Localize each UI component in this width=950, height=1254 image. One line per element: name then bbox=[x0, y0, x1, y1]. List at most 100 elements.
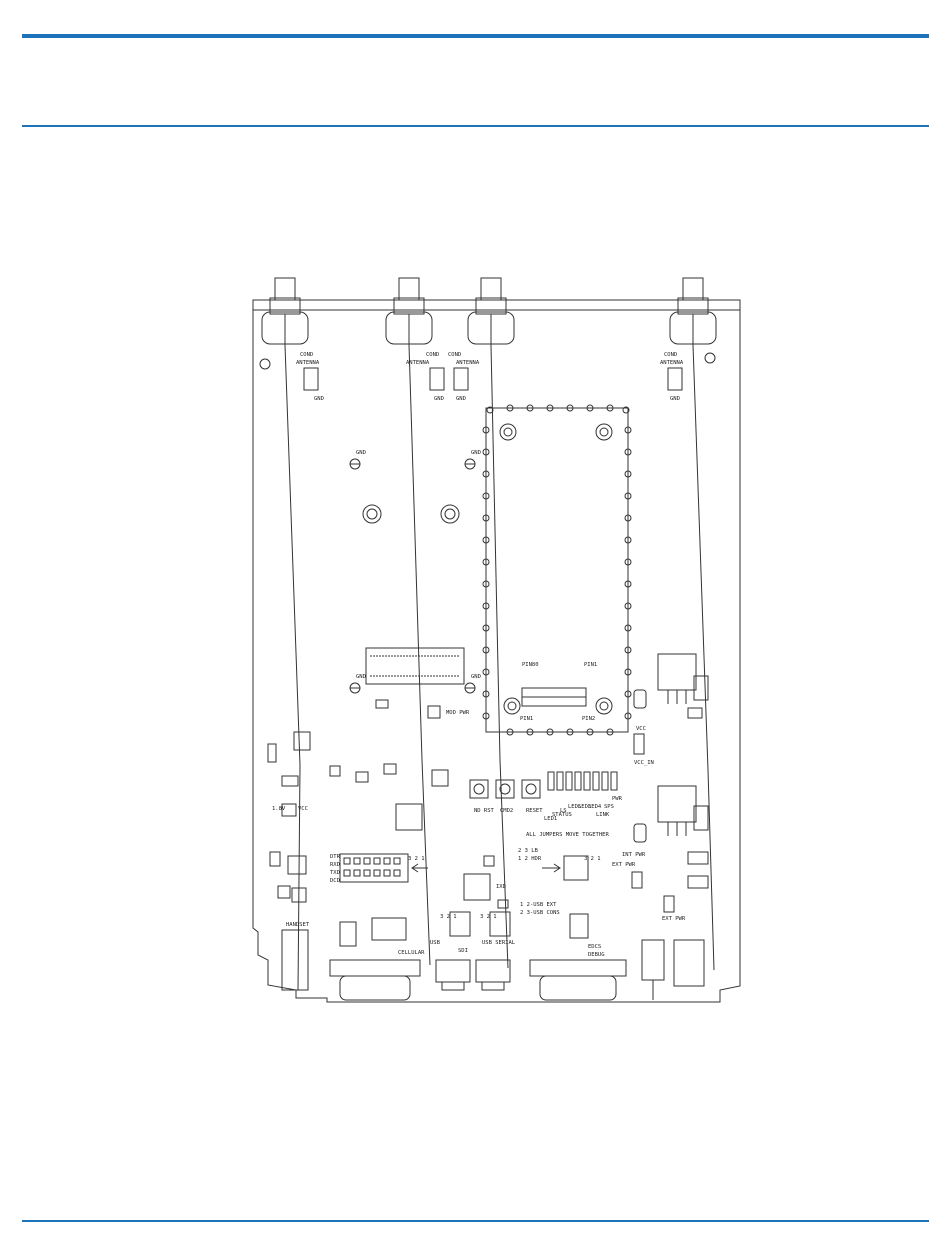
ls-label: LS bbox=[560, 808, 567, 814]
gnd-test-points bbox=[349, 458, 476, 694]
reset-label: RESET bbox=[526, 808, 543, 814]
txd-label: TXD bbox=[330, 870, 340, 876]
cellular-module bbox=[485, 407, 629, 733]
gnd-label: GND bbox=[434, 396, 444, 402]
header-top-rule bbox=[22, 34, 929, 38]
antenna-label: ANTENNA bbox=[296, 360, 320, 366]
footer-rule bbox=[22, 1220, 929, 1222]
dtr-label: DTR bbox=[330, 854, 341, 860]
antenna-jumper-1 bbox=[303, 367, 319, 391]
misc-small-components bbox=[267, 675, 709, 909]
vcc-jumper bbox=[633, 733, 645, 755]
sdi-label: SDI bbox=[458, 948, 468, 954]
sdi-jumper bbox=[489, 911, 511, 937]
position-label: 3 2 1 bbox=[584, 856, 601, 862]
handset-connector bbox=[281, 929, 309, 991]
usb-serial-label: USB SERIAL bbox=[482, 940, 516, 946]
usb-label: USB bbox=[430, 940, 441, 946]
board-outline bbox=[252, 299, 741, 1003]
push-buttons bbox=[469, 779, 541, 799]
jumpers-note-2: 2 3 LB bbox=[518, 848, 539, 854]
board-labels: GND GND GND GND ANTENNA GND ANTENNA GND … bbox=[272, 352, 686, 958]
module-pads bbox=[482, 404, 632, 736]
led3-label: LED3 bbox=[578, 804, 591, 810]
usb-mode-jumper bbox=[449, 911, 471, 937]
position-label: 3 2 1 bbox=[408, 856, 425, 862]
usb-connector bbox=[435, 959, 471, 991]
position-label: 3 2 1 bbox=[440, 914, 457, 920]
pin1-top-label: PIN1 bbox=[584, 662, 597, 668]
ic-chip-small bbox=[431, 769, 449, 787]
ic-chip-left bbox=[395, 803, 423, 831]
led1-label: LED1 bbox=[544, 816, 557, 822]
ic-chip-right bbox=[569, 913, 589, 939]
antenna-connector-4 bbox=[669, 277, 717, 345]
antenna-label: ANTENNA bbox=[456, 360, 480, 366]
int-pwr-label: INT PWR bbox=[622, 852, 646, 858]
header-bottom-rule bbox=[22, 125, 929, 127]
capacitor bbox=[633, 823, 647, 843]
pin1-label: PIN1 bbox=[520, 716, 533, 722]
handset-label: HANDSET bbox=[286, 922, 310, 928]
cond-label: COND bbox=[448, 352, 461, 358]
antenna-cable-1 bbox=[284, 344, 301, 991]
cond-label: COND bbox=[426, 352, 439, 358]
led5-label: LED5 bbox=[568, 804, 581, 810]
voltage-regulator-1 bbox=[657, 653, 697, 691]
sps-label: SPS bbox=[604, 804, 614, 810]
pwr-jumper bbox=[663, 895, 675, 913]
voltage-regulator-2 bbox=[657, 785, 697, 823]
position-label: 3 2 1 bbox=[480, 914, 497, 920]
capacitor bbox=[633, 689, 647, 709]
vcc-left-label: VCC bbox=[298, 806, 308, 812]
ic-chip-handset bbox=[287, 855, 307, 875]
pwr-label: PWR bbox=[612, 796, 623, 802]
ext-pwr-label-2: EXT PWR bbox=[662, 916, 686, 922]
ixd-label: IXD bbox=[496, 884, 506, 890]
dc-power-jack bbox=[641, 939, 705, 1000]
mounting-hole bbox=[259, 358, 271, 370]
vcc-in-label: VCC_IN bbox=[634, 760, 654, 766]
gnd-label: GND bbox=[356, 674, 366, 680]
gnd-label: GND bbox=[456, 396, 466, 402]
module-standoffs bbox=[499, 423, 613, 715]
antenna-cable-4 bbox=[692, 344, 715, 971]
usb-jumper-block bbox=[563, 855, 589, 881]
antenna-cable-3 bbox=[490, 344, 509, 969]
jumpers-note-3: 1 2 HDR bbox=[518, 856, 542, 862]
debug-label: DEBUG bbox=[588, 952, 605, 958]
antenna-label: ANTENNA bbox=[660, 360, 684, 366]
ic-chip-lower-left bbox=[339, 921, 357, 947]
vcc-label: VCC bbox=[636, 726, 646, 732]
gnd-label: GND bbox=[356, 450, 366, 456]
cond-label: COND bbox=[664, 352, 677, 358]
antenna-jumper-3 bbox=[453, 367, 469, 391]
antenna-connector-2 bbox=[385, 277, 433, 345]
cond-label: COND bbox=[300, 352, 313, 358]
nd-rst-label: ND RST bbox=[474, 808, 495, 814]
db9-connector-cellular bbox=[329, 959, 421, 1001]
pin80-label: PIN80 bbox=[522, 662, 539, 668]
antenna-label: ANTENNA bbox=[406, 360, 430, 366]
led-bank bbox=[547, 771, 618, 791]
db9-connector-debug bbox=[529, 959, 627, 1001]
usb-serial-connector bbox=[475, 959, 511, 991]
serial-jumper-pins bbox=[343, 857, 401, 877]
hdr-note-2: 2 3-USB CONS bbox=[520, 910, 560, 916]
cmd2-label: CMD2 bbox=[500, 808, 513, 814]
edcs-label: EDCS bbox=[588, 944, 601, 950]
antenna-connector-1 bbox=[261, 277, 309, 345]
led4-label: LED4 bbox=[588, 804, 602, 810]
board-standoffs bbox=[362, 504, 460, 524]
voltage-label: 1.8V bbox=[272, 806, 286, 812]
ext-pwr-label: EXT PWR bbox=[612, 862, 636, 868]
gnd-label: GND bbox=[471, 450, 481, 456]
antenna-cable-2 bbox=[408, 344, 431, 966]
jumpers-note-1: ALL JUMPERS MOVE TOGETHER bbox=[526, 832, 609, 838]
rxd-label: RXD bbox=[330, 862, 340, 868]
gnd-label: GND bbox=[471, 674, 481, 680]
dcd-label: DCD bbox=[330, 878, 340, 884]
antenna-jumper-2 bbox=[429, 367, 445, 391]
antenna-connector-3 bbox=[467, 277, 515, 345]
